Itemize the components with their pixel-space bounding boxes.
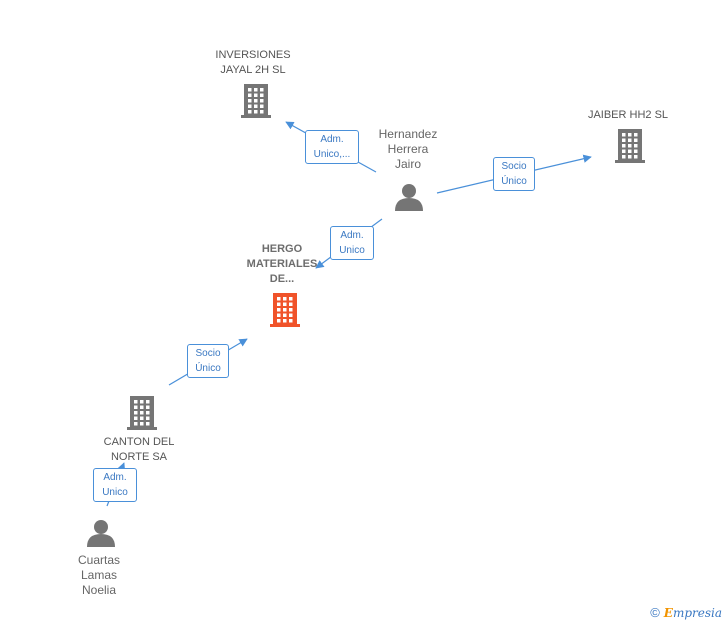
inversiones-label-line2: JAYAL 2H SL [220,64,286,76]
brand-rest: mpresia [672,605,722,620]
edge-badge-line2: Único [195,363,221,374]
hergo-label-line2: MATERIALES [246,258,318,270]
canton-label-line2: NORTE SA [110,451,168,463]
icons-layer [87,84,645,547]
node-label-inversiones[interactable]: INVERSIONES JAYAL 2H SL [203,48,303,78]
edge-badge-line2: Unico [102,487,128,498]
brand-initial: E [663,605,673,620]
edge-badge-line1: Adm. [340,230,364,241]
node-label-cuartas[interactable]: Cuartas Lamas Noelia [49,553,149,598]
cuartas-label-line3: Noelia [81,583,117,597]
footer-brand: © Empresia [650,605,722,620]
copyright-icon: © [650,605,660,620]
hergo-label-line3: DE... [269,273,295,285]
edge-badge-adm-unico-hergo[interactable]: Adm. Unico [330,226,374,260]
edge-badge-socio-unico-jaiber[interactable]: Socio Único [493,157,535,191]
node-label-hernandez[interactable]: Hernandez Herrera Jairo [358,127,458,172]
hernandez-label-line2: Herrera [387,142,429,156]
edge-badge-line2: Unico,... [313,149,351,160]
edge-badge-line2: Único [501,176,527,187]
jaiber-label-line1: JAIBER HH2 SL [587,109,669,121]
edge-badge-line2: Unico [339,245,365,256]
empresia-logo[interactable]: Empresia [664,606,722,620]
person-icon-cuartas[interactable] [87,520,115,547]
edge-badge-line1: Adm. [320,134,344,145]
node-label-jaiber[interactable]: JAIBER HH2 SL [578,108,678,123]
edge-badge-socio-unico-canton[interactable]: Socio Único [187,344,229,378]
cuartas-label-line2: Lamas [80,568,118,582]
node-label-canton[interactable]: CANTON DEL NORTE SA [89,435,189,465]
canton-label-line1: CANTON DEL [103,436,175,448]
node-label-hergo[interactable]: HERGO MATERIALES DE... [232,242,332,287]
edge-badge-adm-unico-inversiones[interactable]: Adm. Unico,... [305,130,359,164]
inversiones-label-line1: INVERSIONES [215,49,291,61]
building-icon-inversiones[interactable] [241,84,271,118]
hernandez-label-line1: Hernandez [378,127,438,141]
edge-badge-line1: Socio [195,348,221,359]
edge-badge-line1: Socio [501,161,527,172]
edge-badge-line1: Adm. [103,472,127,483]
hernandez-label-line3: Jairo [394,157,421,171]
cuartas-label-line1: Cuartas [77,553,121,567]
building-icon-hergo[interactable] [270,293,300,327]
building-icon-canton[interactable] [127,396,157,430]
person-icon-hernandez[interactable] [395,184,423,211]
edge-badge-adm-unico-cuartas[interactable]: Adm. Unico [93,468,137,502]
hergo-label-line1: HERGO [261,243,303,255]
building-icon-jaiber[interactable] [615,129,645,163]
